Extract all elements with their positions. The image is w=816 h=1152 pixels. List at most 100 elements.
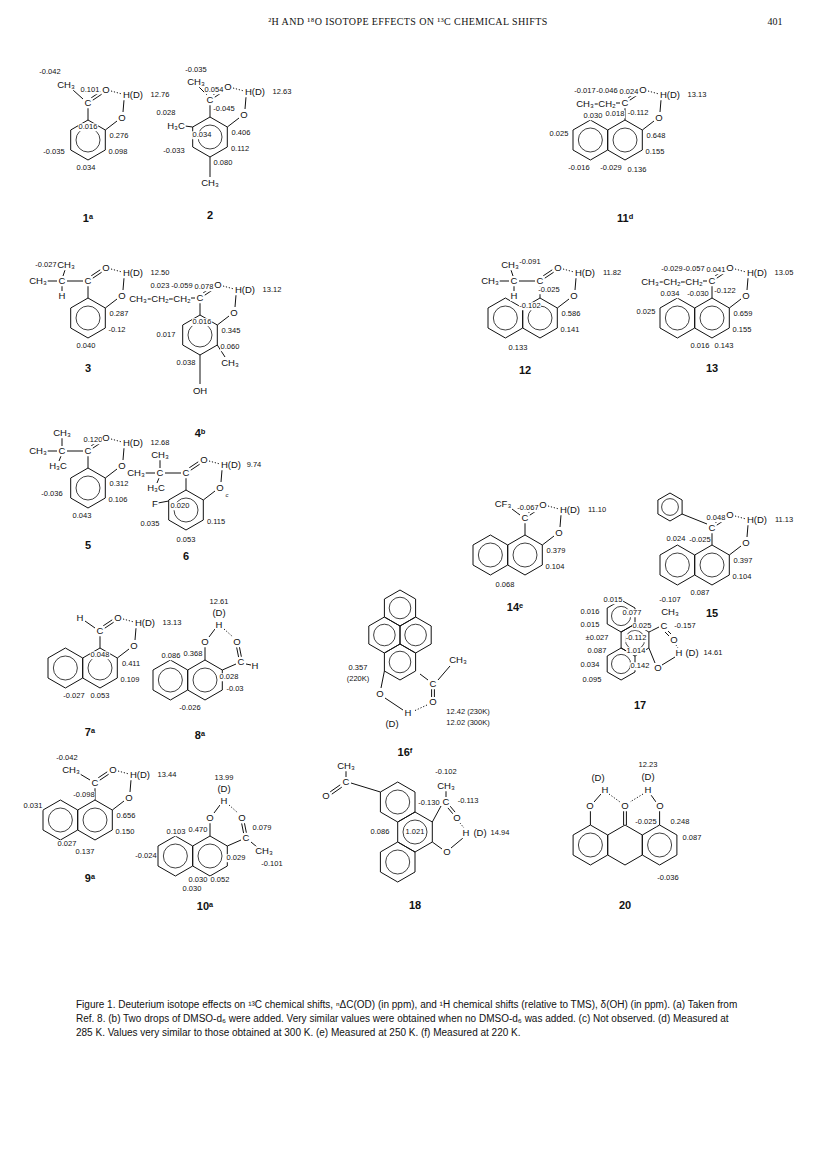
bond-line: [227, 840, 241, 846]
isotope-shift: 0.155: [645, 148, 665, 156]
hydrogen-bond: [648, 91, 659, 94]
atom-label: C: [708, 276, 716, 286]
atom-label: O: [118, 113, 126, 123]
aromatic-circle: [76, 306, 100, 330]
bond-line: [158, 501, 169, 503]
atom-label: C: [342, 777, 350, 787]
bond-line: [62, 438, 63, 446]
isotope-shift: 0.016: [690, 342, 710, 350]
aromatic-circle: [665, 306, 689, 330]
atom-label: C: [708, 523, 716, 533]
isotope-shift: 0.052: [210, 876, 230, 884]
isotope-shift: 0.143: [714, 342, 734, 350]
atom-label: H(D): [134, 618, 155, 628]
bond-line: [623, 811, 624, 825]
isotope-shift: 13.44: [157, 771, 177, 779]
hydrogen-bond: [111, 269, 122, 272]
isotope-shift: 13.13: [687, 91, 707, 99]
isotope-shift: 0.248: [670, 818, 690, 826]
atom-label: C: [536, 276, 544, 286]
bond-line: [91, 270, 100, 276]
atom-label: O: [200, 455, 208, 465]
isotope-shift: 0.031: [23, 802, 43, 810]
atom-label: C: [429, 679, 437, 689]
isotope-shift: 12.02 (300K): [446, 719, 490, 727]
ring-outline: [153, 660, 188, 700]
bond-line: [117, 649, 129, 658]
figure-caption: Figure 1. Deuterium isotope effects on ¹…: [76, 998, 744, 1040]
hydrogen-bond: [460, 823, 464, 828]
isotope-shift: 0.150: [115, 828, 135, 836]
ring-outline: [695, 298, 730, 338]
hydrogen-bond: [563, 269, 574, 272]
atom-label: H: [220, 796, 228, 806]
isotope-shift: 0.028: [156, 109, 176, 117]
atom-label: CH₃: [57, 80, 76, 90]
ring-outline: [71, 468, 106, 508]
isotope-shift: 0.103: [166, 828, 186, 836]
compound-number: 1ᵃ: [82, 213, 93, 224]
isotope-shift: 0.101: [80, 86, 100, 94]
atom-label: C: [156, 468, 164, 478]
isotope-shift: -0.122: [714, 287, 736, 295]
ring-outline: [183, 315, 218, 355]
atom-label: CH₃: [255, 846, 274, 856]
atom-label: H: [462, 828, 470, 838]
atom-label: O: [429, 697, 437, 707]
isotope-shift: 0.017: [156, 331, 176, 339]
isotope-shift: -0.045: [213, 105, 235, 113]
atom-label: H: [76, 613, 84, 623]
atom-label: CH₃: [29, 276, 48, 286]
bond-line: [186, 478, 187, 490]
bond-line: [351, 783, 380, 792]
isotope-shift: 0.368: [183, 650, 203, 658]
isotope-shift: -0.026: [179, 704, 201, 712]
atom-label: O: [102, 85, 110, 95]
bond-line: [420, 674, 428, 680]
isotope-shift: -0.107: [659, 596, 681, 604]
aromatic-circle: [662, 499, 679, 516]
hydrogen-bond: [111, 439, 122, 442]
bond-line: [543, 270, 552, 276]
aromatic-circle: [665, 553, 689, 577]
aromatic-circle: [76, 128, 100, 152]
atom-label: C: [621, 98, 629, 108]
aromatic-circle: [53, 656, 77, 680]
isotope-shift: -0.025: [538, 286, 560, 294]
isotope-shift: 0.287: [109, 310, 129, 318]
isotope-shift: -0.102: [519, 302, 541, 310]
bond-line: [242, 823, 244, 833]
isotope-shift: 0.109: [120, 676, 140, 684]
isotope-shift: -0.033: [163, 147, 185, 155]
atom-label: CH₃: [62, 765, 81, 775]
compound-number: 12: [518, 365, 531, 376]
isotope-shift: 0.048: [706, 514, 726, 522]
aromatic-circle: [193, 668, 217, 692]
isotope-shift: 13.12: [262, 286, 282, 294]
bond-line: [80, 774, 90, 780]
isotope-shift: 0.080: [213, 159, 233, 167]
bond-line: [237, 647, 239, 657]
bond-line: [62, 286, 63, 291]
atom-label: O: [233, 637, 241, 647]
bond-line: [451, 838, 463, 848]
ring-outline: [83, 648, 118, 688]
compound-number: 16ᶠ: [397, 747, 413, 758]
bond-line: [542, 536, 554, 545]
aromatic-circle: [389, 651, 411, 673]
bond-line: [514, 286, 515, 291]
ring-outline: [380, 842, 415, 882]
compound-number: 4ᵇ: [194, 428, 205, 439]
isotope-shift: 13.05: [774, 269, 794, 277]
ring-outline: [642, 825, 677, 865]
bond-line: [47, 451, 57, 452]
isotope-shift: 0.087: [587, 647, 607, 655]
isotope-shift: 0.470: [188, 826, 208, 834]
hydrogen-bond: [735, 269, 746, 272]
isotope-shift: 12.23: [638, 761, 658, 769]
atom-label: O: [114, 613, 122, 623]
atom-label: O: [453, 813, 461, 823]
atom-label: CH₃: [337, 761, 356, 771]
